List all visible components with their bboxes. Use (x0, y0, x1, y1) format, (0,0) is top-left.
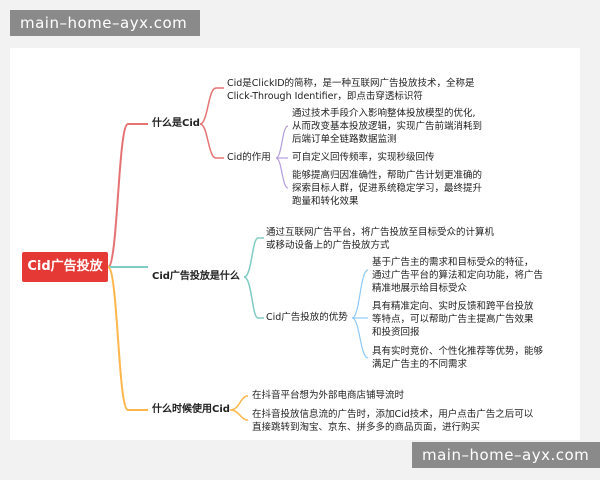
cid-role-item-3: 能够提高归因准确性，帮助广告计划更准确的 探索目标人群，促进系统稳定学习，最终提… (292, 170, 483, 207)
connector-root-branch3 (107, 266, 148, 411)
connector-b1-role (199, 123, 224, 159)
when-item-1: 在抖音平台想为外部电商店铺导流时 (252, 390, 405, 401)
connector-b3-c1 (229, 395, 249, 411)
cid-ads-definition: 通过互联网广告平台，将广告投放至目标受众的计算机 或移动设备上的广告投放方式 (266, 227, 495, 251)
branch-when-to-use-cid: 什么时候使用Cid (152, 404, 230, 415)
cid-definition: Cid是ClickID的简称，是一种互联网广告投放技术，全称是 Click-Th… (227, 78, 475, 102)
advantage-item-3: 具有实时竞价、个性化推荐等优势，能够 满足广告主的不同需求 (372, 346, 544, 370)
cid-role-item-2: 可自定义回传频率，实现秒级回传 (292, 152, 435, 163)
connector-adv-c1 (351, 269, 369, 319)
branch-what-is-cid: 什么是Cid (152, 118, 200, 129)
connector-adv-c3 (351, 317, 369, 359)
cid-role-item-1: 通过技术手段介入影响整体投放模型的优化, 从而改变基本投放逻辑，实现广告前端消耗… (292, 108, 483, 145)
connector-root-branch1 (107, 123, 148, 268)
connector-b3-c2 (229, 409, 249, 421)
connector-b1-def (199, 87, 224, 125)
connector-role-c3 (275, 157, 289, 189)
mind-map-canvas (10, 48, 580, 440)
connector-b2-def (243, 237, 264, 278)
advantage-item-1: 基于广告主的需求和目标受众的特征， 通过广告平台的算法和定向功能，将广告 精准地… (372, 257, 544, 294)
connector-b2-adv (243, 276, 264, 319)
connector-role-c1 (275, 125, 289, 159)
watermark-top: main–home–ayx.com (10, 10, 200, 36)
root-node: Cid广告投放 (22, 252, 108, 282)
branch-what-is-cid-ads: Cid广告投放是什么 (152, 271, 240, 282)
cid-ads-advantages: Cid广告投放的优势 (266, 312, 348, 323)
cid-role: Cid的作用 (227, 152, 271, 163)
watermark-bottom: main–home–ayx.com (412, 442, 600, 468)
when-item-2: 在抖音投放信息流的广告时，添加Cid技术，用户点击广告之后可以 直接跳转到淘宝、… (252, 409, 534, 433)
advantage-item-2: 具有精准定向、实时反馈和跨平台投放 等特点，可以帮助广告主提高广告效果 和投资回… (372, 301, 534, 338)
